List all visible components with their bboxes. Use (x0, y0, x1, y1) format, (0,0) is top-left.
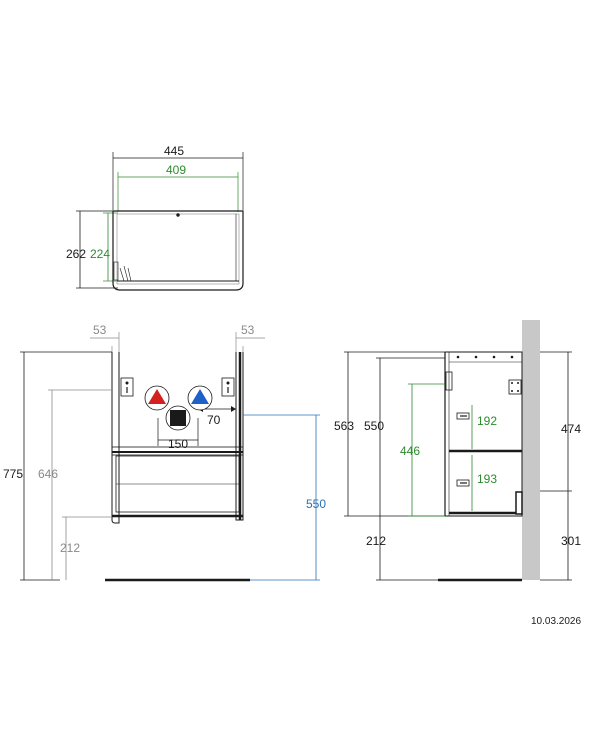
siphon-width-label: 150 (168, 437, 188, 451)
hot-water-triangle-icon (144, 385, 170, 411)
inner-height-label: 646 (38, 467, 58, 481)
top-inner-depth-label: 224 (90, 247, 110, 261)
drawing-date: 10.03.2026 (531, 616, 581, 627)
wall (522, 320, 540, 580)
wall-offset-left-label: 53 (93, 323, 107, 337)
drain-square-icon (165, 405, 191, 431)
top-overall-width-label: 445 (164, 144, 184, 158)
side-floor-clearance-label: 212 (366, 534, 386, 548)
side-inner-height-label: 550 (364, 419, 384, 433)
floor-clearance-label: 212 (60, 541, 80, 555)
drawer-inner-height-label: 446 (400, 444, 420, 458)
total-height-label: 775 (3, 467, 23, 481)
upper-drawer-height-label: 192 (477, 414, 497, 428)
side-outer-height-label: 563 (334, 419, 354, 433)
siphon-offset-label: 70 (207, 413, 221, 427)
top-view (76, 152, 244, 291)
side-view (344, 320, 572, 582)
wall-offset-right-label: 53 (241, 323, 255, 337)
cold-water-triangle-icon (187, 385, 213, 411)
wall-upper-label: 474 (561, 422, 581, 436)
top-inner-width-label: 409 (166, 163, 186, 177)
lower-drawer-height-label: 193 (477, 472, 497, 486)
top-overall-depth-label: 262 (66, 247, 86, 261)
wall-lower-label: 301 (561, 534, 581, 548)
front-view (20, 332, 320, 582)
recommended-height-label: 550 (306, 497, 326, 511)
